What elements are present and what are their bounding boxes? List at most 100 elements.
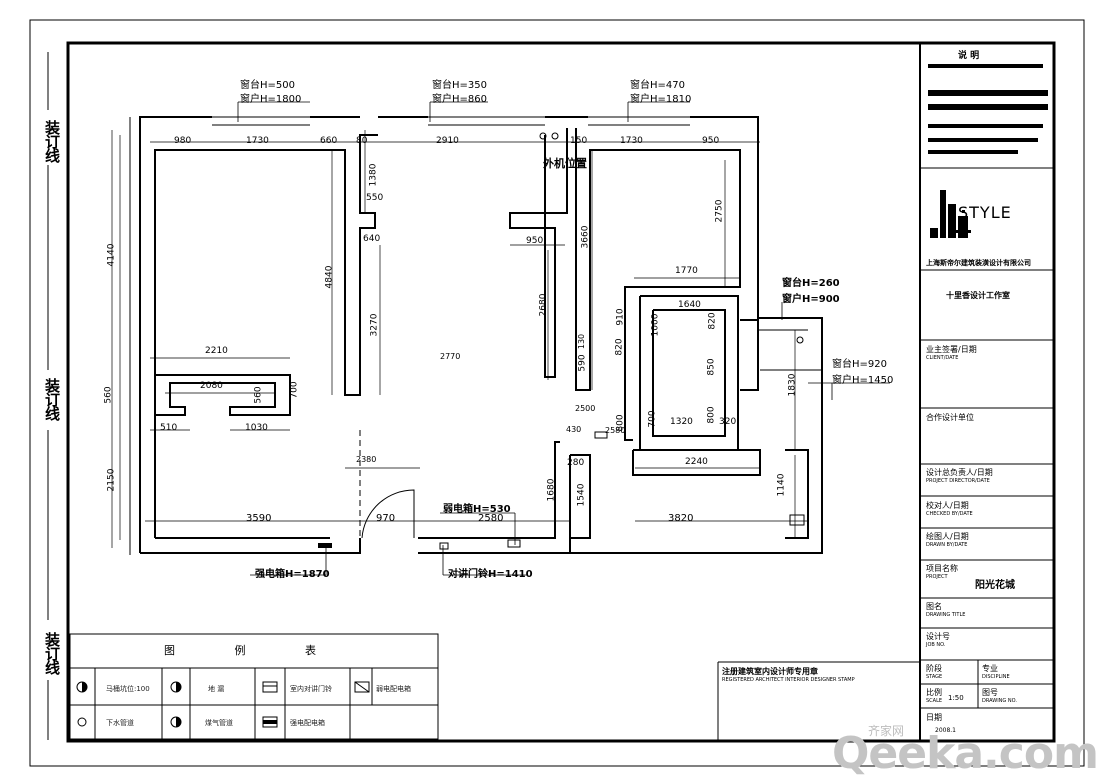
window-right-sill: 窗台H=260 [782, 278, 840, 289]
dim-950a: 950 [702, 136, 720, 146]
title-block-rows [920, 339, 1054, 709]
discipline-label: 专业 [982, 664, 998, 673]
dim-4140: 4140 [106, 243, 117, 267]
legend-item-drain-pipe: 下水管道 [106, 719, 134, 727]
dim-510: 510 [160, 423, 178, 433]
project-label: 项目名称 [926, 564, 958, 573]
dim-2150: 2150 [106, 468, 117, 492]
dim-1830: 1830 [787, 373, 798, 397]
project-name: 阳光花城 [975, 580, 1015, 591]
discipline-en: DISCIPLINE [982, 674, 1010, 680]
dim-2750: 2750 [714, 199, 725, 223]
dim-4840: 4840 [324, 265, 335, 289]
dim-150: 150 [570, 136, 588, 146]
date-label: 日期 [926, 713, 942, 722]
dim-820a: 820 [707, 312, 718, 330]
stamp-subtitle: REGISTERED ARCHITECT INTERIOR DESIGNER S… [722, 677, 855, 683]
dim-3820: 3820 [668, 513, 694, 524]
dim-700b: 700 [647, 410, 658, 428]
dim-2080: 2080 [200, 381, 223, 391]
drawing-no-en: DRAWING NO. [982, 698, 1017, 704]
dim-1540: 1540 [576, 483, 587, 507]
entrance-door-swing [361, 489, 415, 539]
legend-item-intercom: 室内对讲门铃 [290, 685, 332, 693]
dim-910: 910 [615, 308, 626, 326]
drawing-no-label: 图号 [982, 688, 998, 697]
window-right2-sill: 窗台H=920 [832, 359, 887, 370]
date-value: 2008.1 [935, 727, 956, 734]
client-en: CLIENT/DATE [926, 355, 959, 361]
brand-name: STYLE [958, 203, 1012, 222]
partner-label: 合作设计单位 [926, 413, 974, 422]
window-top-left-head: 窗户H=1800 [240, 94, 302, 105]
dim-3270: 3270 [369, 313, 380, 337]
dim-1770: 1770 [675, 266, 698, 276]
design-no-en: JOB NO. [926, 642, 946, 648]
legend-item-floor-drain: 地 漏 [208, 685, 225, 693]
studio-name: 十里香设计工作室 [946, 291, 1010, 300]
dim-800a: 800 [615, 414, 626, 432]
weak-box-label: 弱电箱H=530 [443, 504, 511, 515]
dim-1320: 1320 [670, 417, 693, 427]
watermark-en: Qeeka.com [832, 728, 1099, 779]
window-top-right-head: 窗户H=1810 [630, 94, 692, 105]
window-top-right-sill: 窗台H=470 [630, 80, 685, 91]
style-logo [930, 190, 971, 238]
dim-820b: 820 [614, 338, 625, 356]
dim-560b: 560 [253, 386, 264, 404]
drawer-label: 绘图人/日期 [926, 532, 969, 541]
walls [139, 116, 823, 554]
dim-1030: 1030 [245, 423, 268, 433]
scale-label: 比例 [926, 688, 942, 697]
legend-item-gas-pipe: 煤气管道 [205, 719, 233, 727]
dim-2770: 2770 [440, 352, 461, 361]
dim-850: 850 [706, 358, 717, 376]
dim-2210: 2210 [205, 346, 228, 356]
scale-value: 1:50 [948, 694, 964, 702]
legend-table [69, 633, 439, 740]
notes-title: 说 明 [958, 51, 980, 61]
dim-2680: 2680 [538, 293, 549, 317]
client-label: 业主签署/日期 [926, 345, 977, 354]
checker-label: 校对人/日期 [926, 501, 969, 510]
design-no-label: 设计号 [926, 632, 950, 641]
dim-80: 80 [356, 136, 368, 146]
window-top-left-sill: 窗台H=500 [240, 80, 295, 91]
dim-1380: 1380 [368, 163, 379, 187]
drawing-en: DRAWING TITLE [926, 612, 966, 618]
dim-550: 550 [366, 193, 384, 203]
stamp-title: 注册建筑室内设计师专用章 [722, 667, 818, 676]
dim-3590: 3590 [246, 513, 272, 524]
window-top-mid-head: 窗户H=860 [432, 94, 487, 105]
dim-950b: 950 [526, 236, 544, 246]
legend-item-weak-box: 弱电配电箱 [376, 685, 411, 693]
drawer-en: DRAWN BY/DATE [926, 542, 968, 548]
drawing-label: 图名 [926, 602, 942, 611]
legend-item-strong-box: 强电配电箱 [290, 719, 325, 727]
dim-2580b: 2580 [478, 513, 504, 524]
dim-1000: 1000 [650, 313, 661, 337]
dim-430: 430 [566, 425, 582, 434]
stage-en: STAGE [926, 674, 943, 680]
dim-980: 980 [174, 136, 192, 146]
dim-800b: 800 [706, 406, 717, 424]
legend-title: 图 例 表 [164, 644, 344, 657]
director-en: PROJECT DIRECTOR/DATE [926, 478, 990, 484]
dim-2500: 2500 [575, 404, 596, 413]
legend-item-toilet: 马桶坑位:100 [106, 685, 150, 693]
dim-2240: 2240 [685, 457, 708, 467]
dim-660: 660 [320, 136, 338, 146]
dim-1680: 1680 [546, 478, 557, 502]
window-right-head: 窗户H=900 [782, 294, 840, 305]
intercom-label: 对讲门铃H=1410 [448, 569, 533, 580]
window-top-mid-sill: 窗台H=350 [432, 80, 487, 91]
binding-label-bottom: 装订线 [43, 632, 61, 674]
inner-frame [66, 41, 1056, 743]
dim-1640: 1640 [678, 300, 701, 310]
company-name: 上海斯帝尔建筑装潢设计有限公司 [926, 259, 1031, 267]
dim-700a: 700 [289, 381, 300, 399]
dim-3660: 3660 [580, 225, 591, 249]
dim-2910: 2910 [436, 136, 459, 146]
